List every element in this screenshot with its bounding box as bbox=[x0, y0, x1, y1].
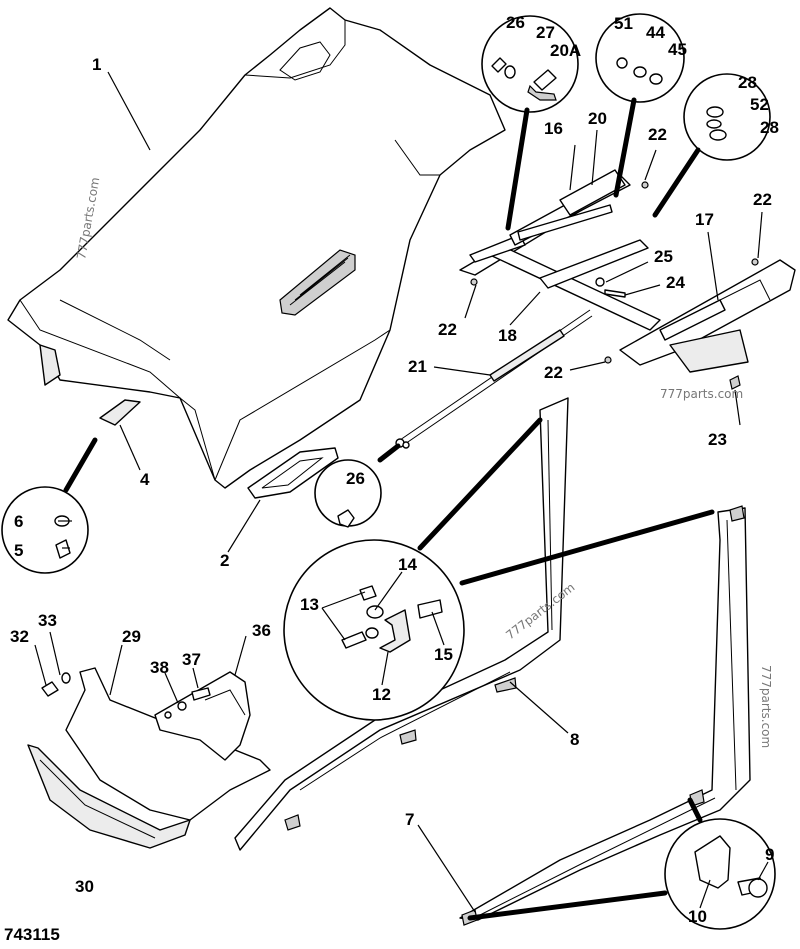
label-17: 17 bbox=[695, 210, 714, 229]
watermark-2: 777parts.com bbox=[660, 387, 743, 401]
label-4: 4 bbox=[140, 470, 150, 489]
detail-callout-9-10 bbox=[664, 818, 776, 930]
label-29: 29 bbox=[122, 627, 141, 646]
label-10: 10 bbox=[688, 907, 707, 926]
label-24: 24 bbox=[666, 273, 685, 292]
label-22-c: 22 bbox=[438, 320, 457, 339]
label-16: 16 bbox=[544, 119, 563, 138]
label-20: 20 bbox=[588, 109, 607, 128]
label-23: 23 bbox=[708, 430, 727, 449]
label-26-a: 26 bbox=[506, 13, 525, 32]
detail-callout-12-15 bbox=[283, 539, 465, 721]
label-28-b: 28 bbox=[760, 118, 779, 137]
label-2: 2 bbox=[220, 551, 229, 570]
label-9: 9 bbox=[765, 845, 774, 864]
label-7: 7 bbox=[405, 810, 414, 829]
detail-callout-51 bbox=[595, 13, 685, 103]
trim-panel-part-8 bbox=[234, 397, 569, 851]
small-fasteners bbox=[41, 672, 211, 711]
label-36: 36 bbox=[252, 621, 271, 640]
watermark-3: 777parts.com bbox=[503, 580, 577, 642]
label-45: 45 bbox=[668, 40, 687, 59]
guard-parts-29-30 bbox=[27, 667, 271, 849]
label-21: 21 bbox=[408, 357, 427, 376]
hinge-frame-assembly bbox=[395, 169, 796, 449]
label-1: 1 bbox=[92, 55, 101, 74]
grille-part-2 bbox=[247, 447, 339, 499]
label-13: 13 bbox=[300, 595, 319, 614]
label-15: 15 bbox=[434, 645, 453, 664]
label-6: 6 bbox=[14, 512, 23, 531]
label-44: 44 bbox=[646, 23, 665, 42]
label-22-a: 22 bbox=[648, 125, 667, 144]
detail-callout-26 bbox=[314, 459, 382, 528]
label-51: 51 bbox=[614, 14, 633, 33]
label-37: 37 bbox=[182, 650, 201, 669]
label-22-d: 22 bbox=[544, 363, 563, 382]
label-26-b: 26 bbox=[346, 469, 365, 488]
callout-leaders bbox=[63, 97, 715, 921]
label-25: 25 bbox=[654, 247, 673, 266]
label-22-b: 22 bbox=[753, 190, 772, 209]
label-32: 32 bbox=[10, 627, 29, 646]
label-8: 8 bbox=[570, 730, 579, 749]
part-labels: 1 2 4 6 5 7 8 9 10 12 13 14 15 16 17 18 … bbox=[4, 13, 779, 944]
label-5: 5 bbox=[14, 541, 23, 560]
label-27: 27 bbox=[536, 23, 555, 42]
detail-callout-28 bbox=[683, 73, 771, 161]
label-leaders bbox=[34, 71, 769, 913]
watermark-4: 777parts.com bbox=[759, 665, 773, 748]
clip-part-4 bbox=[99, 399, 141, 426]
label-12: 12 bbox=[372, 685, 391, 704]
label-20a: 20A bbox=[550, 41, 581, 60]
label-52: 52 bbox=[750, 95, 769, 114]
hood-part-1 bbox=[7, 7, 506, 489]
label-33: 33 bbox=[38, 611, 57, 630]
label-38: 38 bbox=[150, 658, 169, 677]
bracket-part-36 bbox=[154, 671, 251, 761]
figure-reference: 743115 bbox=[4, 925, 60, 944]
detail-callout-20a bbox=[481, 15, 579, 113]
label-30: 30 bbox=[75, 877, 94, 896]
label-18: 18 bbox=[498, 326, 517, 345]
label-28-a: 28 bbox=[738, 73, 757, 92]
label-14: 14 bbox=[398, 555, 417, 574]
